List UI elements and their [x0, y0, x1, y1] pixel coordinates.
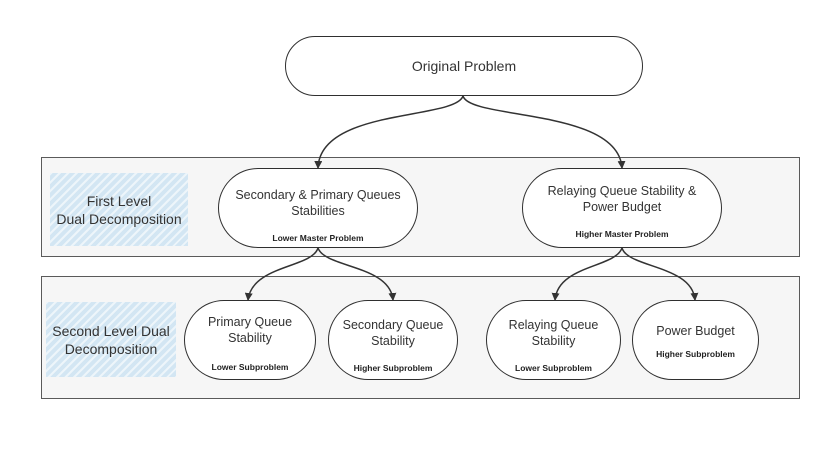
lower-master-subtitle: Lower Master Problem: [272, 233, 364, 243]
secondary-queue-title-line2: Stability: [371, 334, 415, 348]
second-level-label-line1: Second Level Dual: [52, 322, 170, 339]
power-budget-node: Power Budget Higher Subproblem: [632, 300, 759, 380]
second-level-tag: Second Level Dual Decomposition: [46, 302, 176, 377]
original-problem-node: Original Problem: [285, 36, 643, 96]
secondary-queue-node: Secondary Queue Stability Higher Subprob…: [328, 300, 458, 380]
original-problem-title: Original Problem: [411, 58, 517, 74]
arrow-lower-master-to-secondary: [317, 247, 397, 301]
relaying-queue-subtitle: Lower Subproblem: [515, 363, 592, 373]
arrow-lower-master-to-primary: [244, 247, 319, 301]
primary-queue-node: Primary Queue Stability Lower Subproblem: [184, 300, 316, 380]
lower-master-title-line2: Stabilities: [291, 204, 345, 218]
first-level-label-line1: First Level: [86, 192, 152, 209]
secondary-queue-subtitle: Higher Subproblem: [353, 363, 433, 373]
higher-master-title-line2: Power Budget: [582, 200, 662, 214]
arrow-root-to-lower-master: [314, 95, 464, 169]
arrow-higher-master-to-relaying: [551, 247, 623, 301]
second-level-label-line2: Decomposition: [64, 340, 158, 357]
arrow-root-to-higher-master: [462, 95, 626, 169]
higher-master-title-line1: Relaying Queue Stability &: [547, 184, 697, 198]
primary-queue-title-line1: Primary Queue: [207, 315, 293, 329]
power-budget-title: Power Budget: [656, 324, 735, 338]
higher-master-subtitle: Higher Master Problem: [575, 229, 669, 239]
higher-master-problem-node: Relaying Queue Stability & Power Budget …: [522, 168, 722, 248]
secondary-queue-title-line1: Secondary Queue: [342, 318, 444, 332]
power-budget-subtitle: Higher Subproblem: [656, 349, 735, 359]
arrow-higher-master-to-power: [621, 247, 699, 301]
primary-queue-title-line2: Stability: [228, 331, 272, 345]
relaying-queue-title-line1: Relaying Queue: [508, 318, 599, 332]
relaying-queue-title-line2: Stability: [531, 334, 576, 348]
primary-queue-subtitle: Lower Subproblem: [211, 362, 289, 372]
first-level-label-line2: Dual Decomposition: [56, 210, 182, 227]
lower-master-problem-node: Secondary & Primary Queues Stabilities L…: [218, 168, 418, 248]
first-level-tag: First Level Dual Decomposition: [50, 173, 188, 246]
lower-master-title-line1: Secondary & Primary Queues: [235, 188, 401, 202]
relaying-queue-node: Relaying Queue Stability Lower Subproble…: [486, 300, 621, 380]
